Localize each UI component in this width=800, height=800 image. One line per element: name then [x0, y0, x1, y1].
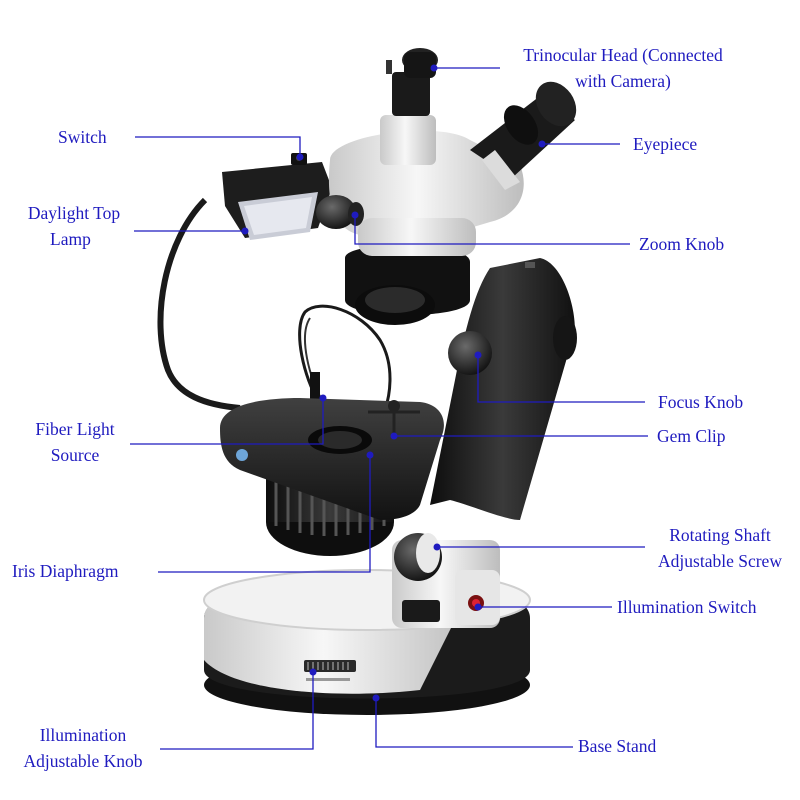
leader-zoom-knob: [354, 215, 630, 245]
focus-arm: [430, 258, 575, 520]
label-illumination-switch: Illumination Switch: [617, 597, 757, 617]
daylight-top-lamp[interactable]: [222, 162, 332, 240]
label-rotating-shaft-line1: Rotating Shaft: [669, 525, 771, 545]
gem-clip[interactable]: [368, 400, 420, 436]
label-base-stand: Base Stand: [578, 736, 657, 756]
zoom-body-mount: [345, 244, 470, 325]
stage-plate: [220, 398, 444, 520]
label-daylight-top-lamp-line2: Lamp: [50, 229, 91, 249]
label-illumination-knob: Illumination Adjustable Knob: [8, 722, 158, 774]
eyepiece[interactable]: [470, 74, 585, 190]
leader-focus-knob: [477, 355, 645, 403]
leader-lines: [130, 67, 648, 750]
leader-base-stand: [375, 698, 573, 748]
leader-dots: [241, 64, 546, 702]
illumination-adjustable-knob[interactable]: [304, 660, 356, 681]
label-fiber-light-source: Fiber Light Source: [20, 416, 130, 468]
leader-switch: [135, 136, 301, 157]
label-illumination-knob-line1: Illumination: [39, 725, 127, 745]
label-gem-clip: Gem Clip: [657, 426, 726, 446]
label-trinocular-head: Trinocular Head (Connected with Camera): [500, 42, 746, 94]
leader-fiber-light: [130, 398, 324, 445]
rotating-shaft-screw[interactable]: [394, 533, 442, 581]
label-daylight-top-lamp-line1: Daylight Top: [27, 203, 121, 223]
label-switch: Switch: [58, 127, 107, 147]
label-rotating-shaft-line2: Adjustable Screw: [658, 551, 782, 571]
label-trinocular-head-line1: Trinocular Head (Connected: [523, 45, 723, 65]
focus-knob[interactable]: [448, 316, 577, 375]
trinocular-head: [328, 48, 524, 256]
label-daylight-top-lamp: Daylight Top Lamp: [14, 200, 134, 252]
leader-iris-diaphragm: [158, 455, 371, 573]
label-rotating-shaft: Rotating Shaft Adjustable Screw: [645, 522, 795, 574]
label-fiber-light-source-line2: Source: [50, 445, 100, 465]
label-illumination-knob-line2: Adjustable Knob: [23, 751, 143, 771]
fiber-light-source[interactable]: [157, 197, 392, 411]
label-focus-knob: Focus Knob: [658, 392, 744, 412]
label-trinocular-head-line2: with Camera): [575, 71, 671, 91]
label-fiber-light-source-line1: Fiber Light: [35, 419, 115, 439]
label-iris-diaphragm: Iris Diaphragm: [12, 561, 119, 581]
leader-illumination-knob: [160, 672, 314, 750]
label-eyepiece: Eyepiece: [633, 134, 698, 154]
label-zoom-knob: Zoom Knob: [639, 234, 725, 254]
